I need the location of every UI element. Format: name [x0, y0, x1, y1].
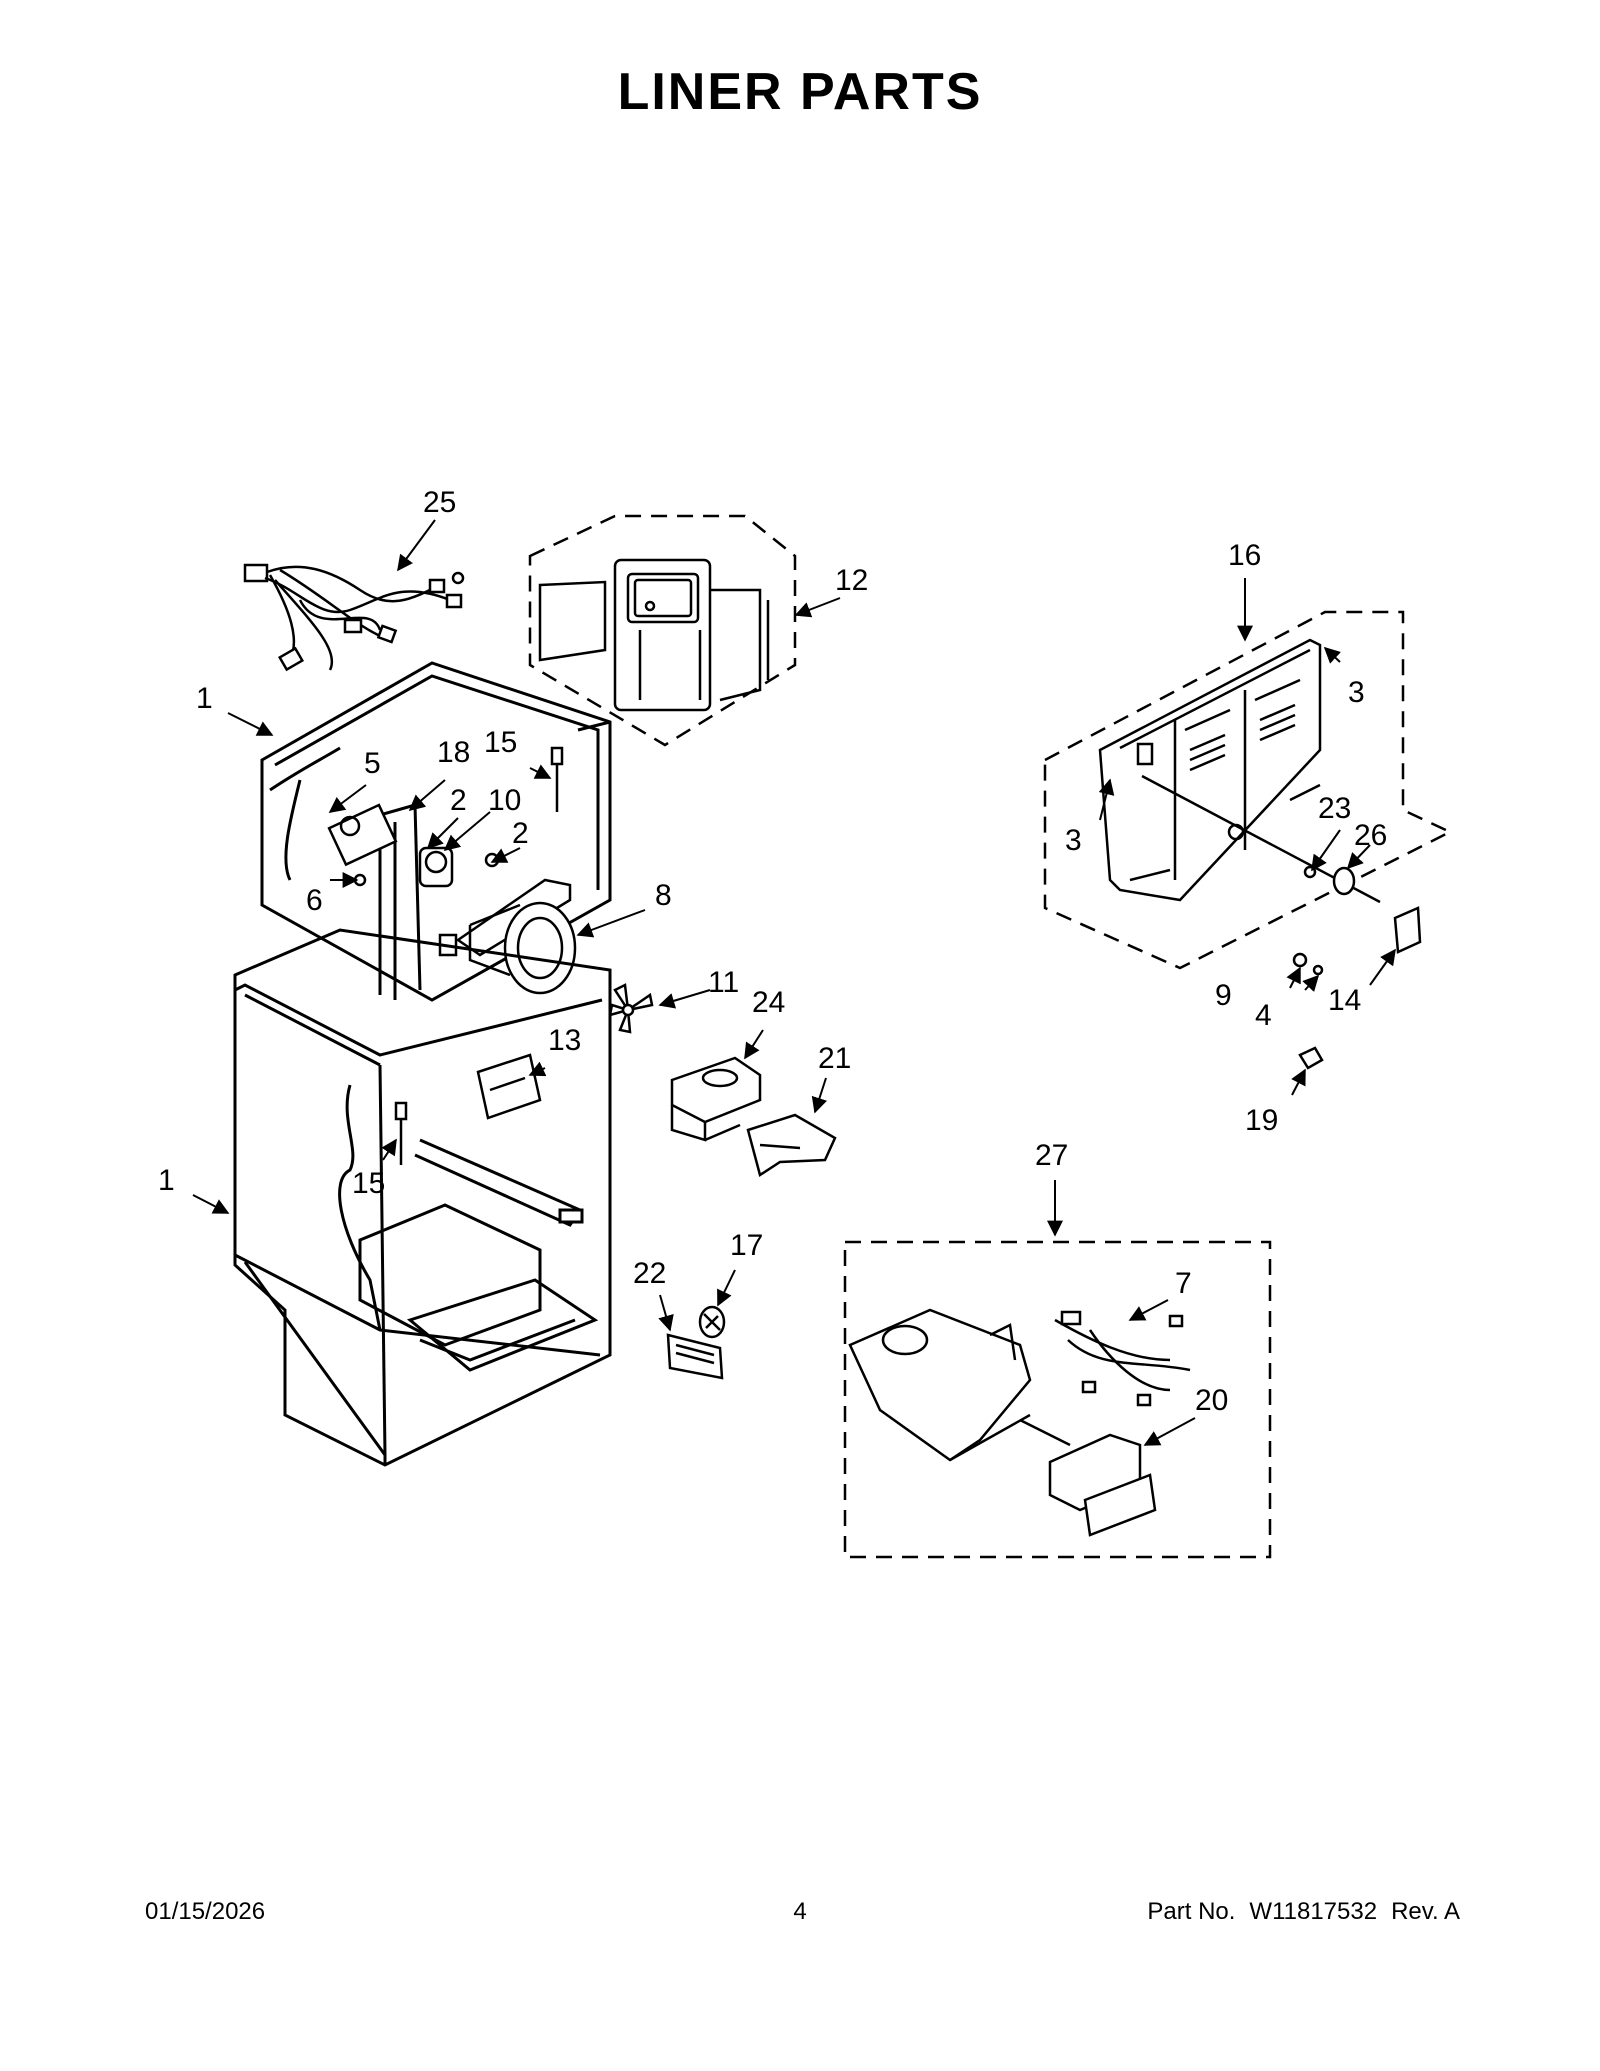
- callout-27: 27: [1035, 1139, 1068, 1172]
- wire-harness-25: [245, 565, 463, 670]
- callout-19: 19: [1245, 1104, 1278, 1137]
- callout-4: 4: [1255, 999, 1272, 1032]
- callout-14: 14: [1328, 984, 1361, 1017]
- callout-15-lower: 15: [352, 1167, 385, 1200]
- footer-part-number: W11817532: [1249, 1898, 1378, 1925]
- callout-17: 17: [730, 1229, 763, 1262]
- callout-25: 25: [423, 486, 456, 519]
- callout-23: 23: [1318, 792, 1351, 825]
- air-diffuser-21: [748, 1115, 835, 1175]
- small-parts-23-26-9-4-14-19: [1294, 867, 1420, 1068]
- damper-housing-24: [672, 1058, 760, 1140]
- callout-15-upper: 15: [484, 726, 517, 759]
- callout-16: 16: [1228, 539, 1261, 572]
- callout-7: 7: [1175, 1267, 1192, 1300]
- callout-18: 18: [437, 736, 470, 769]
- control-housing-13: [478, 1055, 540, 1118]
- callout-8: 8: [655, 879, 672, 912]
- footer-part-label: Part No.: [1147, 1898, 1236, 1925]
- fresh-food-liner-1: [235, 930, 610, 1465]
- callout-labels: 25 12 16 1 5 18 15 2 10 2 6 8 11 24 13 2…: [158, 486, 1387, 1417]
- footer-part-info: Part No. W11817532 Rev. A: [1133, 1898, 1460, 1926]
- callout-10: 10: [488, 784, 521, 817]
- rear-panel-assembly-16: [1045, 612, 1450, 968]
- callout-24: 24: [752, 986, 785, 1019]
- thermistor-15-upper: [552, 748, 562, 812]
- callout-3-left: 3: [1065, 824, 1082, 857]
- callout-5: 5: [364, 747, 381, 780]
- callout-12: 12: [835, 564, 868, 597]
- callout-6: 6: [306, 884, 323, 917]
- callout-26: 26: [1354, 819, 1387, 852]
- fan-blade-11: [610, 985, 652, 1032]
- callout-11: 11: [708, 966, 739, 999]
- callout-3-right: 3: [1348, 676, 1365, 709]
- callout-22: 22: [633, 1257, 666, 1290]
- evaporator-cover-assembly-12: [530, 516, 795, 745]
- callout-21: 21: [818, 1042, 851, 1075]
- footer-date: 01/15/2026: [145, 1898, 266, 1925]
- knob-17: [700, 1307, 724, 1337]
- callout-20: 20: [1195, 1384, 1228, 1417]
- dispenser-module-assembly-27: [845, 1242, 1270, 1557]
- footer-revision: Rev. A: [1391, 1898, 1460, 1925]
- leader-arrows: [192, 519, 1396, 1446]
- callout-13: 13: [548, 1024, 581, 1057]
- fan-shroud-8: [470, 903, 575, 993]
- callout-1-lower: 1: [158, 1164, 175, 1197]
- vent-cover-22: [668, 1335, 722, 1378]
- page-title: LINER PARTS: [617, 63, 983, 121]
- thermistor-15-lower: [396, 1103, 406, 1165]
- footer-page-number: 4: [793, 1898, 807, 1925]
- callout-1-upper: 1: [196, 682, 213, 715]
- freezer-liner-1: [262, 663, 610, 1000]
- callout-2-lower: 2: [512, 817, 529, 850]
- callout-9: 9: [1215, 979, 1232, 1012]
- callout-2-upper: 2: [450, 784, 467, 817]
